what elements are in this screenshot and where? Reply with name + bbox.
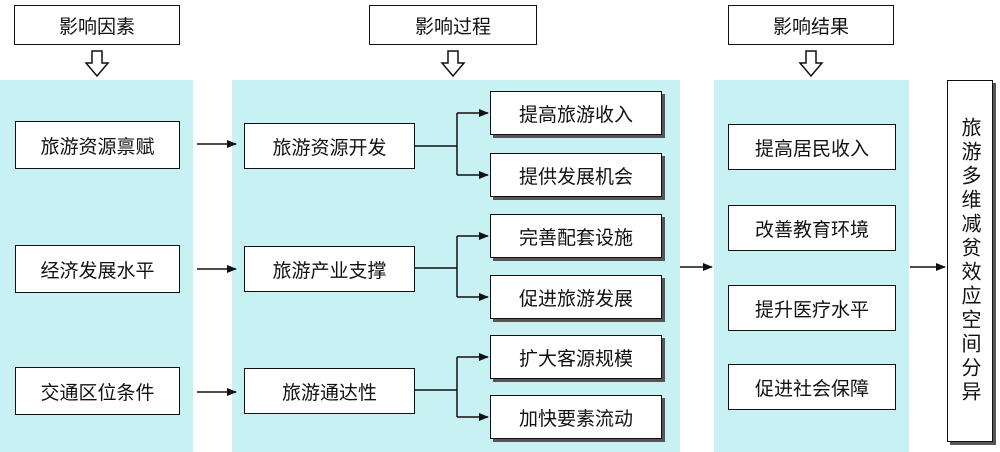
- header-process: 影响过程: [369, 5, 537, 45]
- process-resource-development: 旅游资源开发: [244, 123, 415, 169]
- output-development-opportunity: 提供发展机会: [490, 153, 662, 197]
- conclusion-text: 旅游多维减贫效应空间分异: [958, 117, 982, 405]
- factor-transport-location: 交通区位条件: [15, 367, 180, 415]
- down-arrow-results: [798, 50, 824, 78]
- header-factors: 影响因素: [14, 5, 180, 45]
- result-social-security: 促进社会保障: [728, 364, 896, 410]
- output-factor-flow: 加快要素流动: [490, 395, 662, 439]
- output-tourist-source: 扩大客源规模: [490, 335, 662, 379]
- factor-economic-level: 经济发展水平: [15, 245, 180, 293]
- output-tourism-development: 促进旅游发展: [490, 275, 662, 319]
- factor-resource-endowment: 旅游资源禀赋: [15, 121, 180, 169]
- result-healthcare: 提升医疗水平: [728, 285, 896, 331]
- process-accessibility: 旅游通达性: [244, 368, 415, 414]
- conclusion-box: 旅游多维减贫效应空间分异: [947, 80, 993, 442]
- result-education: 改善教育环境: [728, 205, 896, 251]
- down-arrow-factors: [84, 50, 110, 78]
- output-supporting-facilities: 完善配套设施: [490, 214, 662, 258]
- down-arrow-process: [440, 50, 466, 78]
- process-industry-support: 旅游产业支撑: [244, 246, 415, 292]
- header-results: 影响结果: [728, 5, 894, 45]
- result-resident-income: 提高居民收入: [728, 124, 896, 170]
- output-tourism-income: 提高旅游收入: [490, 91, 662, 135]
